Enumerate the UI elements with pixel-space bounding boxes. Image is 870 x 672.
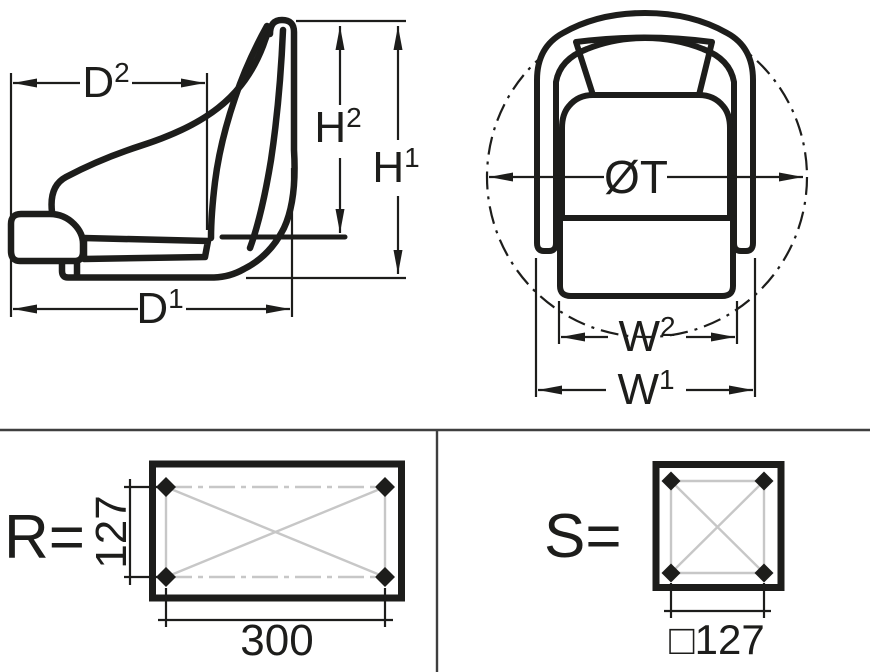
dimension-d1: D1 bbox=[13, 283, 290, 333]
dimension-w2: W2 bbox=[557, 301, 739, 361]
dimension-w1: W1 bbox=[534, 258, 757, 414]
dimension-square-size: □127 bbox=[664, 583, 771, 663]
dim-label-d2: D2 bbox=[82, 57, 129, 107]
side-view-drawing: D2 H2 H1 D1 bbox=[7, 16, 420, 333]
rect-hole-pattern-lines bbox=[164, 485, 387, 579]
dim-label-h1: H1 bbox=[372, 142, 419, 192]
dimension-h2: H2 bbox=[314, 26, 362, 233]
bolt-hole bbox=[375, 567, 395, 587]
dimension-diameter: ØT bbox=[489, 151, 803, 203]
dimension-h1: H1 bbox=[372, 26, 420, 274]
dim-label-127: 127 bbox=[87, 495, 136, 568]
mounting-pattern-rectangle: R= 127 300 bbox=[4, 460, 405, 665]
dimension-d2: D2 bbox=[13, 57, 205, 107]
bolt-hole bbox=[754, 563, 774, 583]
dim-label-w2: W2 bbox=[618, 311, 675, 361]
bolt-hole bbox=[661, 563, 681, 583]
dimension-rect-height: 127 bbox=[87, 479, 160, 585]
bolt-hole bbox=[156, 477, 176, 497]
dim-label-h2: H2 bbox=[314, 102, 361, 152]
dimension-rect-width: 300 bbox=[158, 588, 393, 665]
bolt-hole bbox=[375, 477, 395, 497]
front-headrest-window bbox=[573, 34, 715, 98]
bolt-hole bbox=[661, 471, 681, 491]
dim-label-d1: D1 bbox=[136, 283, 183, 333]
bolt-hole bbox=[754, 471, 774, 491]
dim-label-w1: W1 bbox=[617, 364, 674, 414]
dim-label-300: 300 bbox=[240, 616, 313, 665]
side-backrest-sweep-curve bbox=[48, 24, 274, 216]
rotation-circle bbox=[485, 15, 809, 339]
side-front-pod-outline bbox=[7, 210, 87, 265]
side-backrest-inner-line bbox=[246, 26, 287, 252]
side-backrest-outer-outline bbox=[58, 16, 298, 281]
pattern-label-r: R= bbox=[4, 503, 85, 572]
front-seat-cushion bbox=[557, 215, 736, 299]
side-backrest-front-line bbox=[207, 22, 271, 242]
dim-label-square-127: □127 bbox=[669, 616, 764, 663]
side-seat-cushion-outline bbox=[80, 234, 212, 263]
pattern-label-s: S= bbox=[544, 502, 622, 571]
bolt-hole bbox=[156, 567, 176, 587]
dim-label-diameter: ØT bbox=[604, 151, 668, 203]
mounting-pattern-square: S= □127 bbox=[544, 461, 785, 663]
square-hole-pattern-lines bbox=[669, 479, 766, 575]
front-view-drawing: ØT W2 W1 bbox=[485, 10, 809, 414]
